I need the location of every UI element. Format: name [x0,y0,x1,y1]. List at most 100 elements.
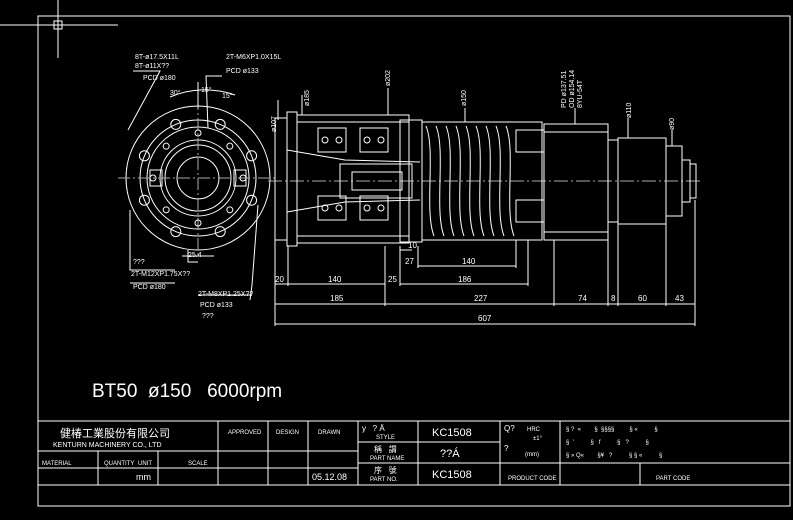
label-style: STYLE [376,435,395,441]
label-part-code: PART CODE [656,476,690,482]
tapped-hole [162,206,170,214]
screw-thread-line [475,125,485,237]
screw-thread-line [425,125,435,237]
screw-thread-line [485,125,495,237]
dim-140b: 140 [462,257,476,266]
part-name-mark: 稱 謂 [374,444,397,454]
bearing-spec-line: PD ø137.51 [561,71,568,108]
part-no-value: KC1508 [432,469,472,481]
bolt-pcd-3: PCD ø180 [133,284,166,291]
bolt-hole [138,150,150,162]
tapped-hole [194,219,202,227]
dia-107: ø107 [271,116,278,132]
angle-15b: 15° [222,92,233,100]
tapped-hole [226,206,234,214]
tolerance-q2: ? [504,444,509,453]
label-part-name: PART NAME [370,456,404,462]
dim-10: 10 [408,241,417,250]
dim-25-4: 25.4 [188,252,202,259]
label-drawn: DRAWN [318,430,340,436]
label-approved: APPROVED [228,430,262,436]
dia-90: ø90 [669,118,676,130]
bearing-spec-line: 8YU-54T [577,79,584,108]
bolt-pcd-1: PCD ø180 [143,75,176,82]
bearing-spec: PD ø137.51OD ø154.148YU-54T [561,70,584,108]
dia-202: ø202 [385,70,392,86]
tolerance-hrc: HRC [527,427,541,433]
label-unit: UNIT [138,461,152,467]
angle-30: 30° [170,89,181,97]
tapped-hole [226,142,234,150]
dim-185: 185 [330,294,344,303]
bolt-hole [214,226,226,238]
dim-8: 8 [611,294,616,303]
bolt-pcd-4: PCD ø133 [200,302,233,309]
dia-110: ø110 [626,102,633,118]
angle-15a: 15° [201,86,212,94]
tapped-hole [162,142,170,150]
cad-crosshair-cursor[interactable] [0,0,118,58]
bolt-holes [138,118,258,238]
qmark-2: ??? [202,313,214,320]
screw-thread-line [445,125,455,237]
bolt-pcd-2: PCD ø133 [226,68,259,75]
drawing-frame [37,15,791,507]
dim-27: 27 [405,257,414,266]
bolt-label-3a: 2T-M12XP1.75X?? [131,271,190,278]
ball-screw-hatch [425,125,515,237]
screw-thread-line [465,125,475,237]
dim-25: 25 [388,275,397,284]
part-no-mark: 序 號 [374,465,397,475]
bolt-label-4a: 2T-M8XP1.25X?? [198,291,253,298]
dim-74: 74 [578,294,587,303]
drawing-date: 05.12.08 [312,472,347,482]
dim-43: 43 [675,294,684,303]
dia-185: ø185 [304,90,311,106]
screw-thread-line [455,125,465,237]
dia-150: ø150 [461,90,468,106]
company-name-cn: 健椿工業股份有限公司 [60,426,170,440]
front-view: 8T-ø17.5X11L 8T-ø11X?? PCD ø180 2T-M6XP1… [118,54,281,320]
bolt-hole [246,194,258,206]
garbled-row-2: § ' § f § ? § [566,440,649,446]
style-value: KC1508 [432,427,472,439]
tolerance-q: Q? [504,424,515,433]
part-name-value: ??Á [440,447,460,460]
bolt-hole [246,150,258,162]
garbled-row-1: § ? « § §§§§ § « § [566,427,658,433]
bolt-hole [138,194,150,206]
screw-thread-line [495,125,505,237]
tapped-hole [149,174,157,182]
bearing-spec-line: OD ø154.14 [569,70,576,108]
drawing-headline: BT50 ø150 6000rpm [92,381,282,402]
garbled-row-3: § » Q« §¥ ? § § « § [566,453,662,459]
screw-thread-line [435,125,445,237]
side-view: ø107 ø185 ø202 ø150 PD ø137.51OD ø154.14… [268,70,700,326]
bolt-hole [214,118,226,130]
bolt-label-1a: 8T-ø17.5X11L [135,54,179,61]
bolt-label-1b: 8T-ø11X?? [135,63,169,70]
tolerance-pm: ±1° [533,436,543,442]
bolt-hole [170,226,182,238]
screw-thread-line [505,125,515,237]
tapped-hole [239,174,247,182]
dim-140: 140 [328,275,342,284]
dim-60: 60 [638,294,647,303]
bolt-hole [170,118,182,130]
dim-20: 20 [275,275,284,284]
label-design: DESIGN [276,430,299,436]
unit-value: mm [136,472,151,482]
qmark-1: ??? [133,259,145,266]
label-scale: SCALE [188,461,208,467]
dim-227: 227 [474,294,488,303]
style-mark: y ? Ä [362,424,385,433]
company-name-en: KENTURN MACHINERY CO., LTD [53,442,162,449]
label-material: MATERIAL [42,461,72,467]
tolerance-unit: (mm) [525,452,539,458]
tapped-hole [194,129,202,137]
dim-overall-607: 607 [478,314,492,323]
label-quantity: QUANTITY [104,461,134,467]
bolt-label-2a: 2T-M6XP1.0X15L [226,54,281,61]
label-part-no: PART NO. [370,477,398,483]
dim-186: 186 [458,275,472,284]
